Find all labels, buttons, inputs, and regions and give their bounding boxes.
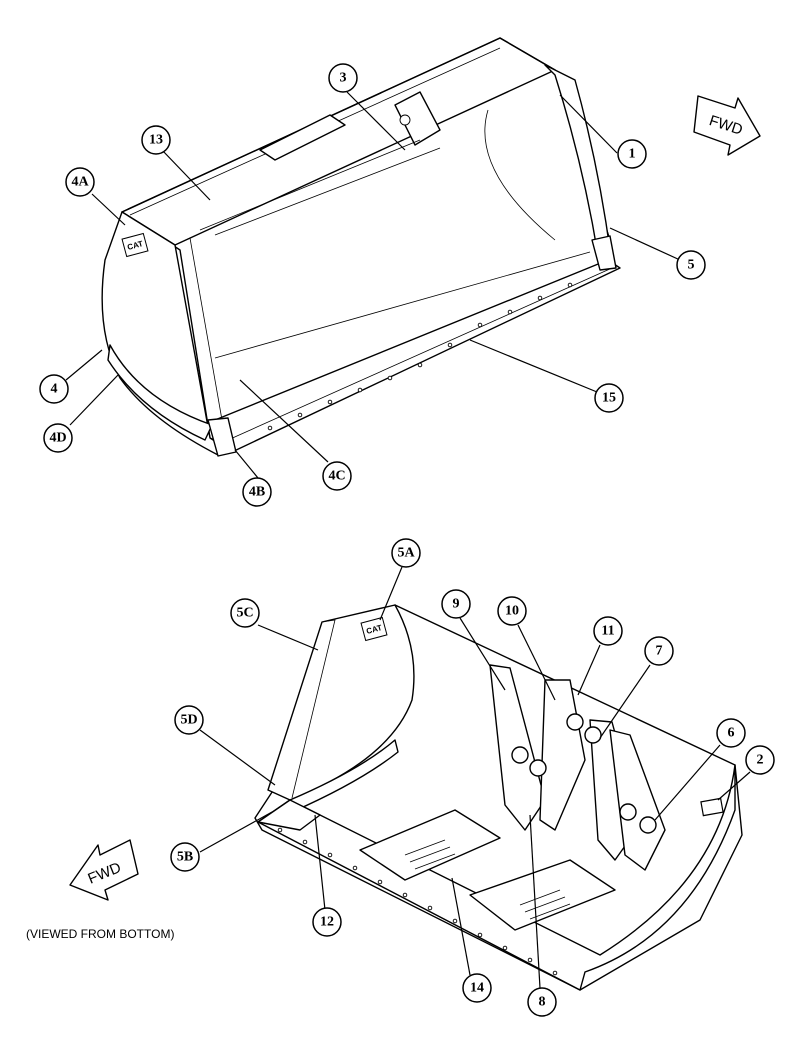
svg-text:1: 1 — [629, 147, 636, 162]
callout-15: 15 — [594, 383, 624, 413]
svg-text:9: 9 — [453, 597, 460, 612]
pin-boss-f — [639, 816, 657, 834]
corner-right — [591, 235, 617, 271]
svg-text:5A: 5A — [397, 546, 415, 561]
svg-text:13: 13 — [149, 133, 163, 148]
svg-text:4D: 4D — [49, 431, 66, 446]
svg-text:10: 10 — [505, 604, 519, 619]
svg-text:5B: 5B — [177, 850, 193, 865]
bottom-curve — [257, 764, 736, 991]
hitch-bracket — [259, 114, 346, 161]
callout-4B: 4B — [242, 477, 272, 507]
skid-plate-b — [469, 859, 616, 931]
svg-text:7: 7 — [656, 644, 663, 659]
svg-text:15: 15 — [602, 391, 616, 406]
callout-11: 11 — [593, 616, 623, 646]
cutting-edge-bolt-holes — [267, 282, 573, 431]
svg-text:11: 11 — [601, 624, 614, 639]
svg-text:5: 5 — [688, 258, 695, 273]
svg-text:2: 2 — [757, 753, 764, 768]
svg-text:4A: 4A — [71, 175, 89, 190]
label-plate — [700, 797, 724, 817]
svg-text:4C: 4C — [328, 469, 345, 484]
svg-text:3: 3 — [340, 71, 347, 86]
bottom-leaders — [199, 566, 751, 989]
skid-plate-a — [359, 809, 501, 881]
callout-9: 9 — [441, 589, 471, 619]
side-wear-strip — [289, 739, 399, 813]
top-leaders — [65, 91, 681, 479]
callout-7: 7 — [644, 636, 674, 666]
svg-text:6: 6 — [728, 726, 735, 741]
callout-5D: 5D — [174, 705, 204, 735]
callout-4A: 4A — [65, 167, 95, 197]
cat-logo-bottom: CAT — [360, 616, 388, 642]
fwd-arrow-top: FWD — [693, 95, 761, 156]
callout-5: 5 — [676, 250, 706, 280]
callout-14: 14 — [462, 973, 492, 1003]
left-wear-plate — [107, 344, 213, 441]
svg-text:14: 14 — [470, 981, 484, 996]
callout-8: 8 — [527, 987, 557, 1017]
svg-text:4B: 4B — [249, 485, 265, 500]
bottom-edge-bolt-holes — [277, 827, 558, 976]
callout-1: 1 — [617, 139, 647, 169]
svg-text:8: 8 — [539, 995, 546, 1010]
callout-4D: 4D — [43, 423, 73, 453]
callout-2: 2 — [745, 745, 775, 775]
runner-6 — [609, 729, 666, 871]
bottom-bucket-view: CAT — [254, 604, 743, 991]
callout-13: 13 — [141, 125, 171, 155]
front-lip — [257, 799, 321, 831]
pin-boss-b — [529, 759, 547, 777]
callout-10: 10 — [497, 596, 527, 626]
cat-logo-top: CAT — [121, 232, 149, 258]
pin-boss-a — [511, 746, 529, 764]
left-side-plate — [101, 211, 233, 456]
callout-5B: 5B — [170, 842, 200, 872]
svg-text:12: 12 — [320, 915, 334, 930]
callout-12: 12 — [312, 907, 342, 937]
top-bucket-view: CAT — [101, 37, 621, 457]
pin-boss-d — [584, 726, 602, 744]
svg-text:5D: 5D — [180, 713, 197, 728]
callout-5C: 5C — [230, 598, 260, 628]
view-caption: (VIEWED FROM BOTTOM) — [26, 927, 174, 941]
svg-text:CAT: CAT — [126, 239, 144, 252]
callout-4C: 4C — [322, 461, 352, 491]
pin-boss-e — [619, 803, 637, 821]
svg-text:4: 4 — [51, 382, 58, 397]
callout-6: 6 — [716, 718, 746, 748]
svg-text:CAT: CAT — [365, 623, 383, 636]
callout-4: 4 — [39, 374, 69, 404]
callout-3: 3 — [328, 63, 358, 93]
callout-5A: 5A — [391, 538, 421, 568]
svg-text:5C: 5C — [236, 606, 253, 621]
pin-boss-c — [566, 713, 584, 731]
fwd-arrow-bottom: FWD — [69, 839, 139, 901]
